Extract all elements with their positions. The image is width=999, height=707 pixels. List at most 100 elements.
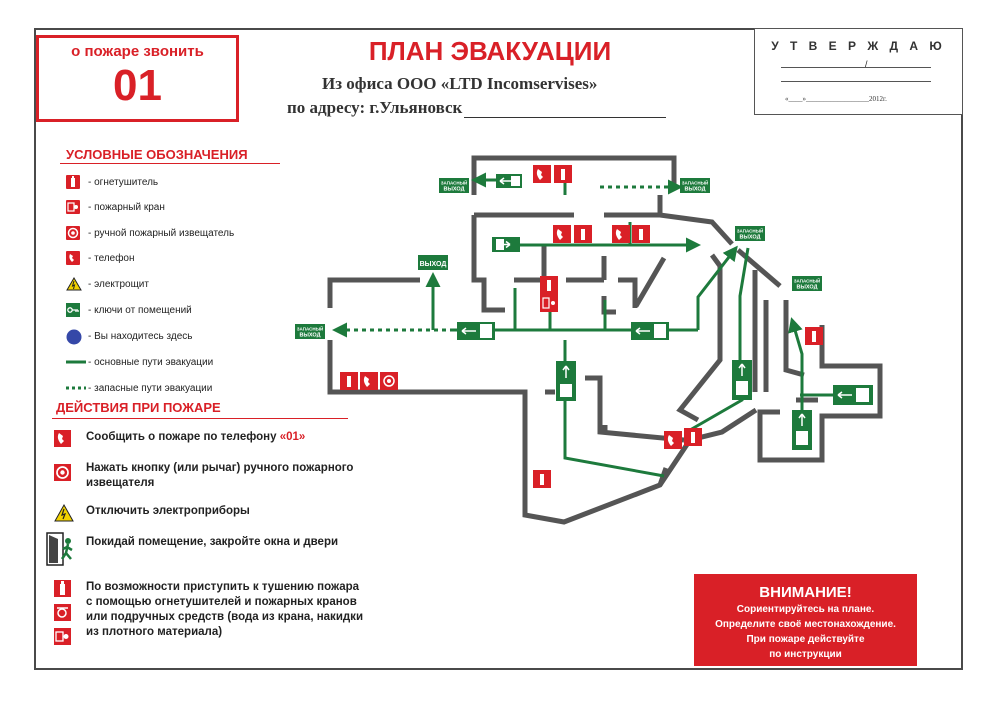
call-number: 01	[113, 61, 162, 110]
direction-sign	[457, 322, 495, 340]
warning-box: ВНИМАНИЕ! Сориентируйтесь на плане. Опре…	[694, 574, 917, 666]
call-text: о пожаре звонить	[71, 43, 204, 60]
action-text: Сообщить о пожаре по телефону «01»	[86, 431, 306, 443]
actions-title: ДЕЙСТВИЯ ПРИ ПОЖАРЕ	[56, 400, 221, 415]
fire-alarm-icon	[380, 372, 398, 390]
exit-sign-text: ВЫХОД	[796, 285, 817, 291]
extinguisher-icon	[533, 470, 551, 488]
exit-sign: ЗАПАСНЫЙ ВЫХОД	[792, 276, 822, 291]
action-text: Покидай помещение, закройте окна и двери	[86, 536, 339, 548]
extinguisher-icon	[66, 175, 80, 189]
wall-segment	[783, 300, 805, 378]
fire-hydrant-icon	[540, 294, 558, 312]
approval-slash: /	[865, 59, 868, 69]
wall-segment	[736, 248, 782, 288]
wall-segment	[757, 325, 883, 463]
legend-label: - ручной пожарный извещатель	[88, 227, 235, 239]
approval-box: У Т В Е Р Ж Д А Ю / «____»______________…	[754, 28, 963, 115]
wall-segment	[604, 212, 734, 246]
extinguisher-icon	[340, 372, 358, 390]
legend-item: - пожарный кран	[66, 200, 165, 214]
legend-underline	[60, 163, 280, 164]
phone-icon	[664, 431, 682, 449]
exit-sign: ЗАПАСНЫЙ ВЫХОД	[295, 324, 325, 339]
legend-label: - телефон	[88, 252, 135, 264]
warning-line: При пожаре действуйте	[746, 634, 865, 645]
exit-sign: ЗАПАСНЫЙ ВЫХОД	[439, 178, 469, 193]
extinguisher-icon	[632, 225, 650, 243]
route-line	[738, 247, 750, 360]
legend-item: - огнетушитель	[66, 175, 158, 189]
extinguisher-icon	[554, 165, 572, 183]
phone-icon	[533, 165, 551, 183]
address-subtitle: по адресу: г.Ульяновск	[287, 98, 667, 118]
phone-icon	[612, 225, 630, 243]
fire-alarm-icon	[54, 464, 71, 481]
legend-label: - ключи от помещений	[88, 304, 192, 316]
route-line	[788, 317, 804, 410]
exit-sign-text: ВЫХОД	[443, 187, 464, 193]
phone-icon	[54, 430, 71, 447]
exit-sign-text: ЗАПАСНЫЙ	[737, 227, 764, 234]
legend-label: - пожарный кран	[88, 201, 165, 213]
exit-sign-text: ЗАПАСНЫЙ	[441, 179, 468, 186]
warning-line: по инструкции	[769, 649, 842, 660]
extinguisher-icon	[805, 327, 823, 345]
you-are-here-icon	[66, 329, 82, 345]
main-route-icon	[66, 355, 86, 369]
office-subtitle: Из офиса ООО «LTD Incomservises»	[322, 74, 598, 93]
legend-label: - запасные пути эвакуации	[88, 382, 213, 394]
exit-sign-text: ВЫХОД	[420, 261, 447, 268]
address-blank-line	[464, 102, 667, 118]
exit-sign: ЗАПАСНЫЙ ВЫХОД	[735, 226, 765, 241]
fire-alarm-icon	[66, 226, 80, 240]
exit-sign: ЗАПАСНЫЙ ВЫХОД	[680, 178, 710, 193]
legend-label: - основные пути эвакуации	[88, 356, 214, 368]
exit-sign-text: ЗАПАСНЫЙ	[682, 179, 709, 186]
keys-icon	[66, 303, 80, 317]
warning-heading: ВНИМАНИЕ!	[759, 584, 852, 601]
exit-sign-text: ЗАПАСНЫЙ	[297, 325, 324, 332]
wall-segment	[585, 375, 685, 443]
plan-frame	[34, 28, 963, 670]
address-text: по адресу: г.Ульяновск	[287, 98, 463, 117]
electric-panel-icon	[54, 504, 74, 522]
exit-sign-text: ЗАПАСНЫЙ	[794, 277, 821, 284]
legend-label: - Вы находитесь здесь	[88, 330, 193, 342]
exit-sign-text: ВЫХОД	[739, 235, 760, 241]
phone-icon	[66, 251, 80, 265]
wall-segment	[633, 256, 667, 308]
phone-icon	[360, 372, 378, 390]
direction-sign	[792, 410, 812, 450]
exit-sign: ВЫХОД	[418, 255, 448, 270]
direction-sign	[631, 322, 669, 340]
legend-label: - огнетушитель	[88, 176, 159, 188]
approval-line	[781, 81, 931, 82]
electric-panel-icon	[66, 277, 82, 291]
route-line	[563, 372, 665, 478]
wall-segment	[618, 277, 638, 308]
legend-label: - электрощит	[88, 278, 149, 290]
approval-date: «____»__________________2012г.	[785, 95, 887, 103]
direction-sign	[732, 360, 752, 400]
page-title: ПЛАН ЭВАКУАЦИИ	[368, 36, 612, 66]
reserve-routes	[332, 179, 683, 338]
wall-segment	[327, 340, 758, 525]
phone-number-highlight: «01»	[279, 431, 306, 443]
direction-sign	[496, 174, 522, 188]
actions-underline	[52, 418, 348, 419]
direction-sign	[556, 361, 576, 401]
legend-item: - основные пути эвакуации	[66, 355, 213, 369]
approval-heading: У Т В Е Р Ж Д А Ю	[771, 39, 946, 53]
extinguisher-icon	[540, 276, 558, 294]
legend-item: - ключи от помещений	[66, 303, 192, 317]
legend-item: - ручной пожарный извещатель	[66, 226, 234, 240]
fire-hydrant-icon	[66, 200, 80, 214]
legend-title: УСЛОВНЫЕ ОБОЗНАЧЕНИЯ	[66, 147, 248, 162]
wall-segment	[676, 253, 723, 423]
fire-hydrant-icon	[54, 628, 71, 645]
phone-icon	[553, 225, 571, 243]
legend-item: - телефон	[66, 251, 135, 265]
wall-segment	[327, 277, 420, 308]
